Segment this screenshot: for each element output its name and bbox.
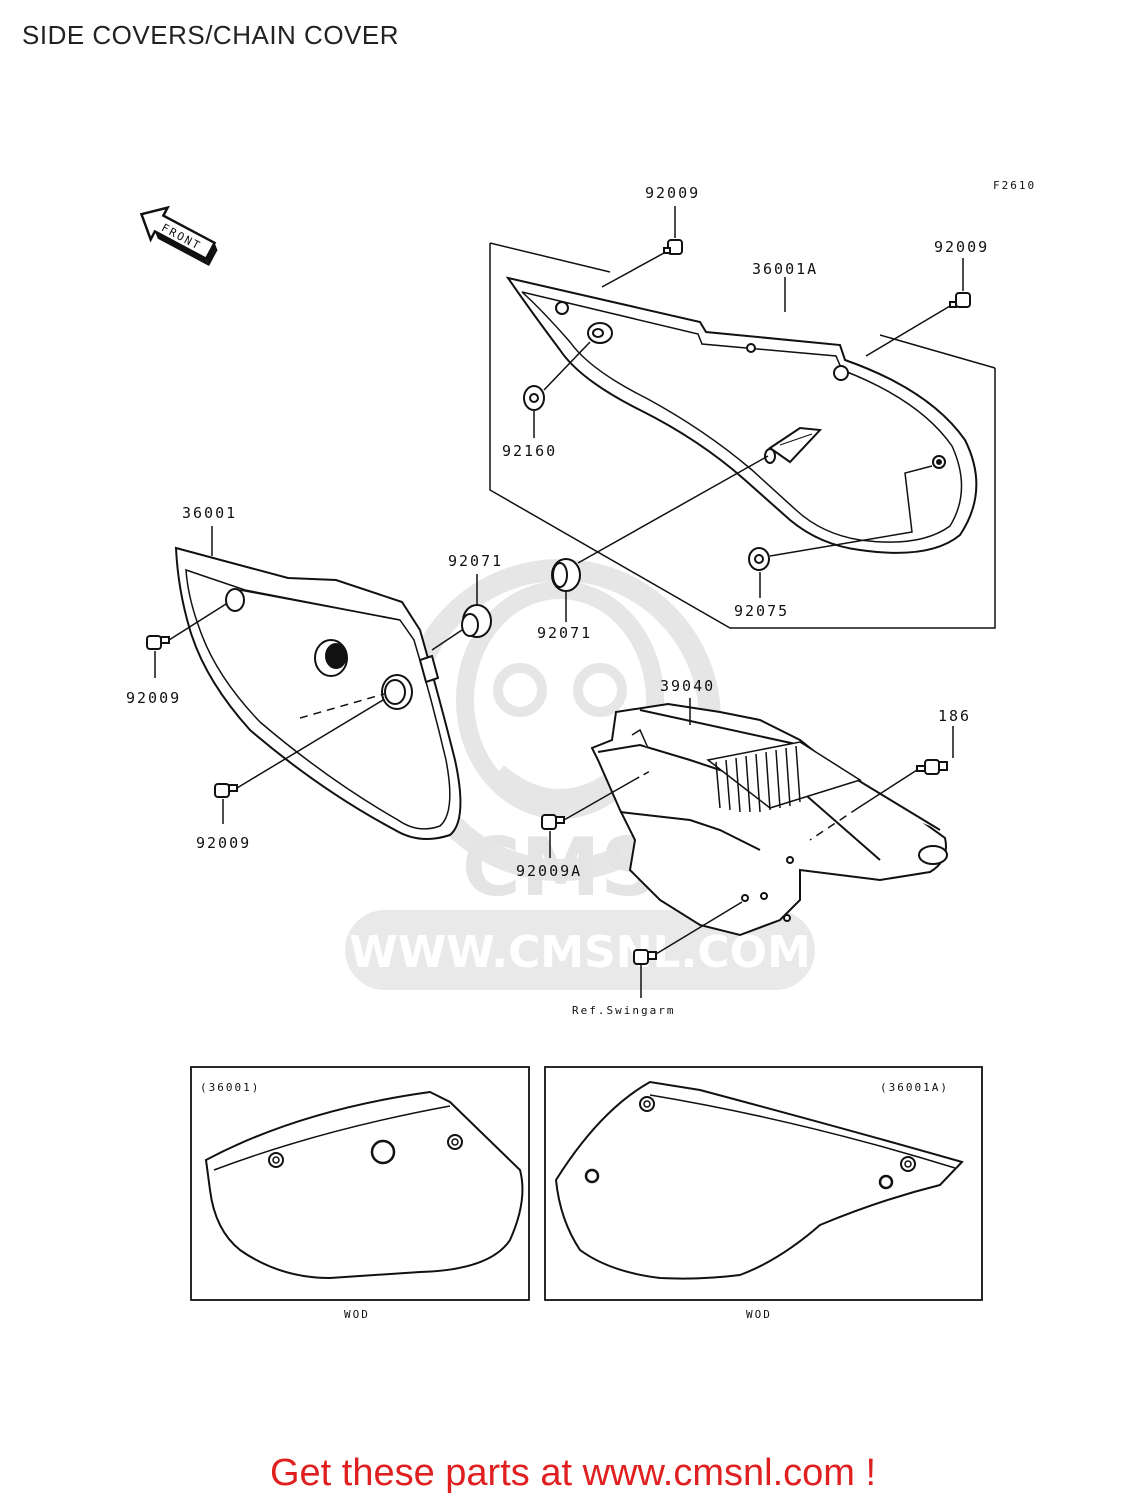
grommet-92071-left <box>431 574 492 651</box>
label-92009A: 92009A <box>516 862 582 880</box>
footer-link[interactable]: Get these parts at www.cmsnl.com ! <box>269 1452 877 1494</box>
assembly-frame <box>489 243 996 629</box>
inset-36001-caption: WOD <box>344 1308 370 1321</box>
front-arrow: FRONT <box>139 205 218 266</box>
inset-36001A-label: (36001A) <box>880 1081 949 1094</box>
chain-cover-39040 <box>590 702 948 937</box>
parts-diagram: CMS WWW.CMSNL.COM FRONT F2610 <box>126 179 1036 1321</box>
label-92160: 92160 <box>502 442 557 460</box>
bolt-92009A <box>541 779 635 858</box>
label-92009-right: 92009 <box>934 238 989 256</box>
cover-peg <box>764 426 823 464</box>
inset-36001A-caption: WOD <box>746 1308 772 1321</box>
page-title: SIDE COVERS/CHAIN COVER <box>22 20 400 50</box>
label-92009-left-lower: 92009 <box>196 834 251 852</box>
label-39040: 39040 <box>660 677 715 695</box>
label-92009-left-upper: 92009 <box>126 689 181 707</box>
side-cover-36001A <box>505 276 978 554</box>
bolt-swingarm-ref <box>633 901 743 998</box>
bolt-92009-top <box>601 206 683 288</box>
watermark-url: WWW.CMSNL.COM <box>349 927 811 978</box>
bolt-92009-right <box>865 258 971 357</box>
damper-92075 <box>748 465 933 598</box>
side-cover-36001 <box>174 546 462 840</box>
label-ref-swingarm: Ref.Swingarm <box>572 1004 675 1017</box>
inset-36001A <box>544 1066 983 1301</box>
label-186: 186 <box>938 707 971 725</box>
label-92071-right: 92071 <box>537 624 592 642</box>
label-92075: 92075 <box>734 602 789 620</box>
inset-36001 <box>190 1066 530 1301</box>
label-92009-top: 92009 <box>645 184 700 202</box>
label-92071-left: 92071 <box>448 552 503 570</box>
bolt-92009-left-upper <box>146 603 227 678</box>
grommet-92160-seat <box>587 322 613 344</box>
grommet-92071-right <box>551 455 769 622</box>
watermark-logo: CMS <box>462 821 658 914</box>
figure-code: F2610 <box>993 179 1036 192</box>
inset-36001-label: (36001) <box>200 1081 260 1094</box>
label-36001: 36001 <box>182 504 237 522</box>
bolt-186 <box>857 726 954 809</box>
label-36001A: 36001A <box>752 260 818 278</box>
grommet-92160 <box>523 341 591 438</box>
bolt-92009-left-lower <box>214 699 384 824</box>
